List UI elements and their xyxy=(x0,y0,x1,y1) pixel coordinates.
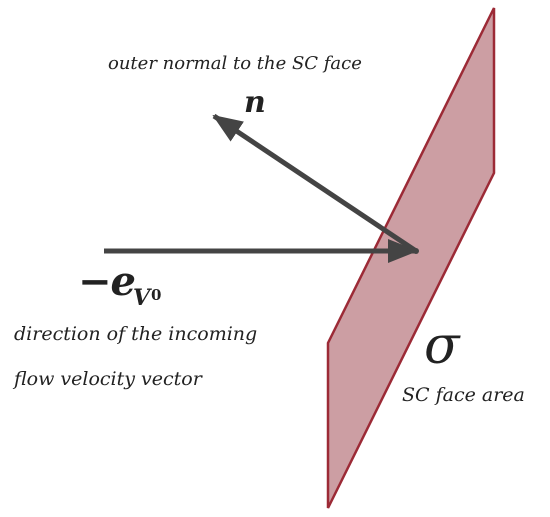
incoming-caption-line1: direction of the incoming xyxy=(14,323,258,345)
face-area-symbol: σ xyxy=(424,316,460,376)
face-area-caption: SC face area xyxy=(402,384,525,406)
vector-base-e: e xyxy=(110,258,136,305)
normal-vector xyxy=(212,113,418,254)
sc-face-plane xyxy=(326,7,496,509)
vector-origin-point xyxy=(413,248,419,254)
outer-normal-caption: outer normal to the SC face xyxy=(108,53,362,74)
vector-subsubscript-zero: 0 xyxy=(151,286,161,304)
incoming-caption-line2: flow velocity vector xyxy=(14,368,202,390)
minus-sign: − xyxy=(78,258,112,305)
normal-vector-symbol: n xyxy=(244,85,266,120)
vector-subscript-v: V xyxy=(132,285,150,311)
